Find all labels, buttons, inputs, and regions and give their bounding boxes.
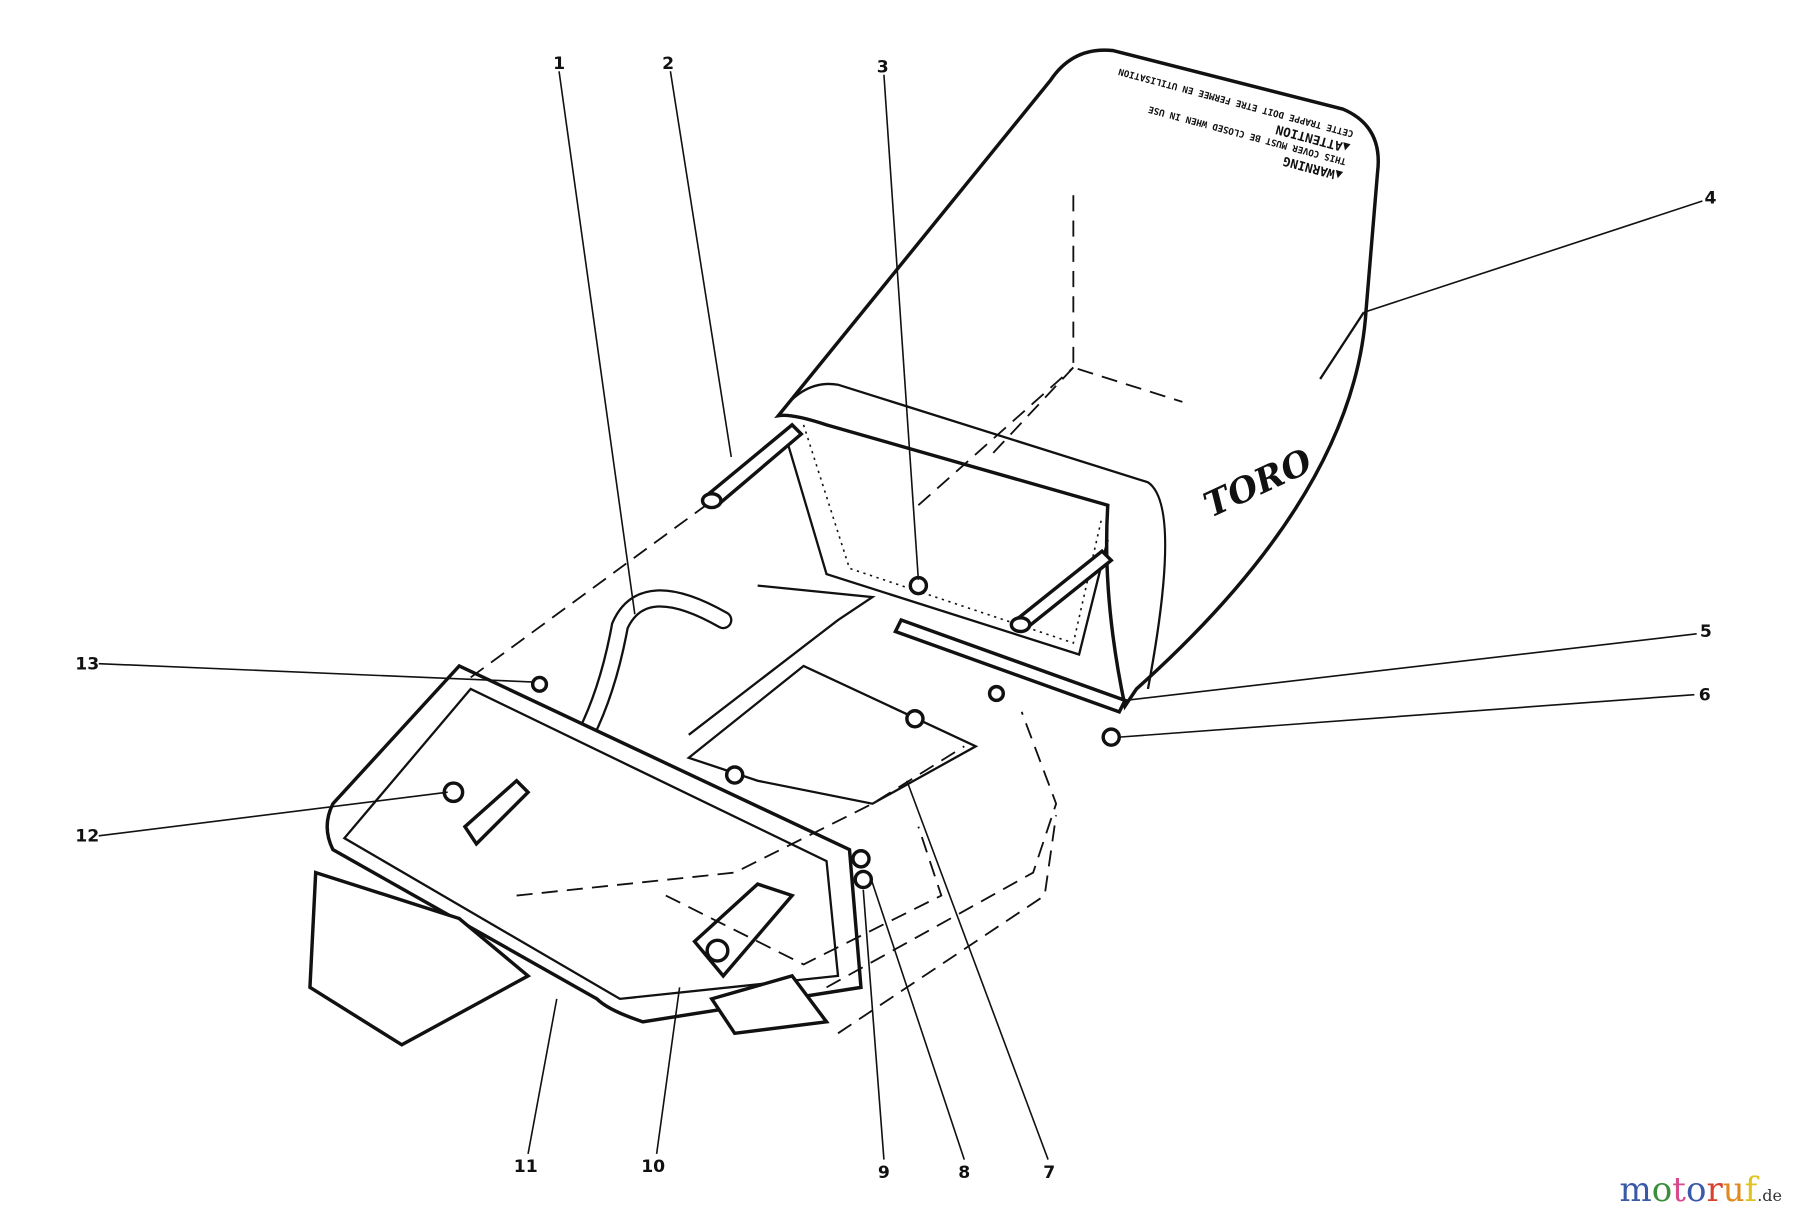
- callout-12: 12: [75, 827, 99, 847]
- leader-lines: [98, 71, 1703, 1160]
- hardware: [442, 575, 1121, 890]
- callout-1: 1: [553, 54, 565, 74]
- callout-4: 4: [1704, 188, 1716, 208]
- callout-2: 2: [662, 54, 674, 74]
- callout-5: 5: [1700, 622, 1712, 642]
- callout-13: 13: [75, 654, 99, 674]
- callout-8: 8: [958, 1163, 970, 1183]
- callout-11: 11: [514, 1157, 538, 1177]
- watermark-logo: motoruf.de: [1619, 1170, 1782, 1210]
- rear-deflector: [308, 584, 979, 1047]
- callout-7: 7: [1043, 1163, 1055, 1183]
- bag-frame: [700, 422, 1128, 715]
- callout-10: 10: [641, 1157, 665, 1177]
- grass-bag: TORO ▲WARNING THIS COVER MUST BE CLOSED …: [774, 48, 1380, 711]
- callout-3: 3: [877, 57, 889, 77]
- callout-6: 6: [1699, 685, 1711, 705]
- callout-9: 9: [878, 1163, 890, 1183]
